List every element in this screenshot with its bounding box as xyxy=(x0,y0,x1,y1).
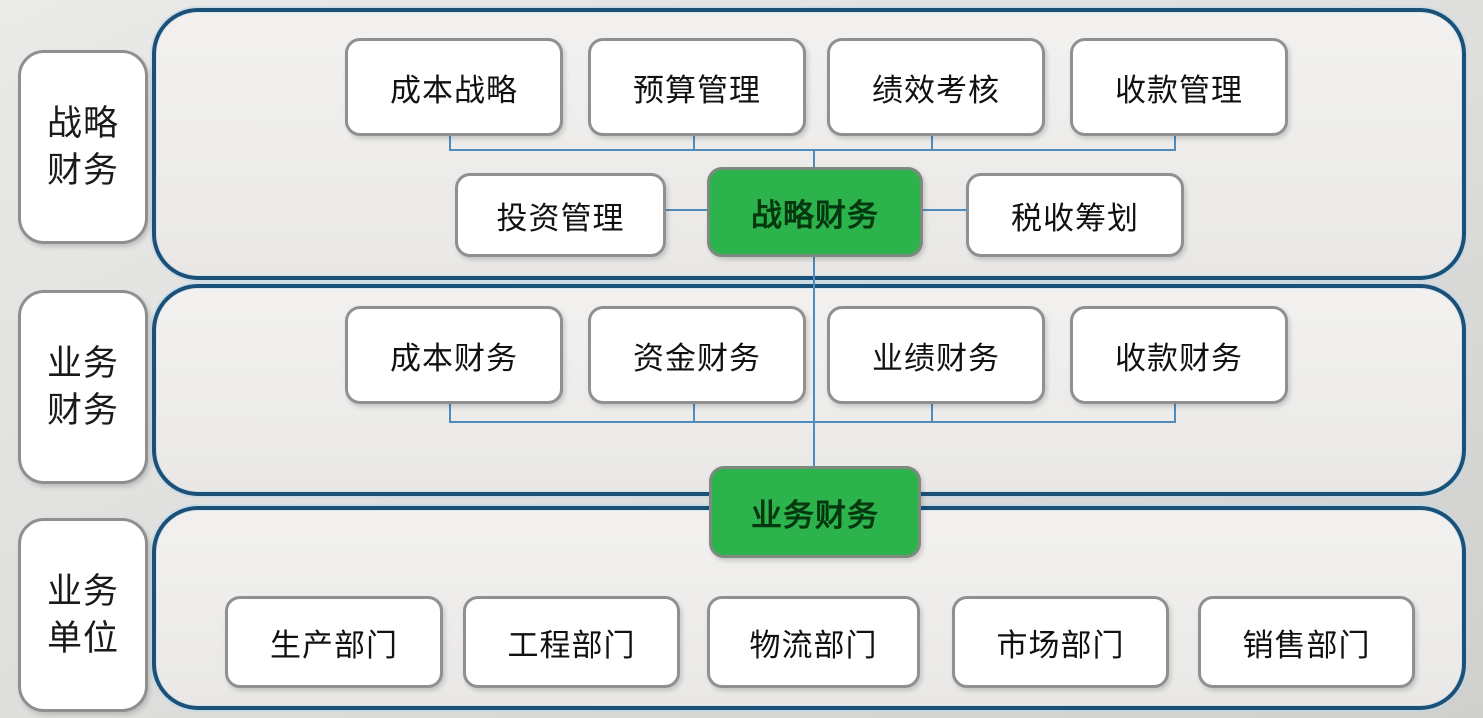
connector-stub xyxy=(1174,397,1176,422)
connector-collector-top xyxy=(449,149,1176,151)
lane-label-text: 战略 xyxy=(46,103,119,143)
connector-collector-middle xyxy=(449,421,1176,423)
node-sales-dept: 销售部门 xyxy=(1198,596,1415,688)
lane-label-text: 单位 xyxy=(46,619,119,658)
node-production-dept: 生产部门 xyxy=(225,596,443,688)
node-label: 资金财务 xyxy=(633,340,761,376)
node-label: 战略财务 xyxy=(751,197,879,233)
node-label: 销售部门 xyxy=(1242,627,1371,663)
node-label: 工程部门 xyxy=(507,627,636,663)
connector-stub xyxy=(693,130,695,150)
node-engineering-dept: 工程部门 xyxy=(463,596,680,688)
node-performance-appraisal: 绩效考核 xyxy=(827,38,1045,136)
node-label: 成本战略 xyxy=(390,72,518,108)
node-cost-strategy: 成本战略 xyxy=(345,38,563,136)
connector-stub xyxy=(449,397,451,422)
node-label: 收款财务 xyxy=(1115,340,1243,376)
node-label: 税收筹划 xyxy=(1011,200,1139,236)
connector-right-branch xyxy=(916,209,966,211)
lane-label-text: 业务 xyxy=(46,343,119,383)
node-label: 业绩财务 xyxy=(872,340,1000,376)
connector-trunk xyxy=(813,251,815,467)
connector-stub xyxy=(449,130,451,150)
node-performance-finance: 业绩财务 xyxy=(827,306,1045,404)
connector-drop-to-strategic-center xyxy=(813,149,815,169)
node-label: 生产部门 xyxy=(270,627,398,663)
node-budget-management: 预算管理 xyxy=(588,38,806,136)
connector-stub xyxy=(693,397,695,422)
node-label: 投资管理 xyxy=(496,200,625,236)
node-label: 物流部门 xyxy=(749,627,878,663)
node-label: 预算管理 xyxy=(633,72,761,108)
node-investment-management: 投资管理 xyxy=(455,173,666,257)
node-label: 绩效考核 xyxy=(872,72,1000,108)
connector-stub xyxy=(931,397,933,422)
connector-stub xyxy=(1174,130,1176,150)
node-strategic-finance-center: 战略财务 xyxy=(707,167,923,257)
node-logistics-dept: 物流部门 xyxy=(707,596,920,688)
connector-stub xyxy=(931,130,933,150)
lane-label-strategic-finance: 战略 财务 xyxy=(18,50,148,244)
node-label: 市场部门 xyxy=(996,627,1125,663)
lane-label-text: 财务 xyxy=(46,391,119,430)
node-label: 成本财务 xyxy=(390,340,518,376)
node-capital-finance: 资金财务 xyxy=(588,306,806,404)
node-business-finance-center: 业务财务 xyxy=(709,466,921,558)
node-cost-finance: 成本财务 xyxy=(345,306,563,404)
node-label: 收款管理 xyxy=(1115,72,1243,108)
node-market-dept: 市场部门 xyxy=(952,596,1169,688)
lane-label-business-units: 业务 单位 xyxy=(18,518,148,712)
node-label: 业务财务 xyxy=(751,497,879,533)
node-collection-finance: 收款财务 xyxy=(1070,306,1288,404)
connector-left-branch xyxy=(660,209,708,211)
lane-label-text: 业务 xyxy=(46,571,119,611)
node-collection-management: 收款管理 xyxy=(1070,38,1288,136)
lane-label-text: 财务 xyxy=(46,151,119,190)
node-tax-planning: 税收筹划 xyxy=(966,173,1184,257)
lane-label-business-finance: 业务 财务 xyxy=(18,290,148,484)
